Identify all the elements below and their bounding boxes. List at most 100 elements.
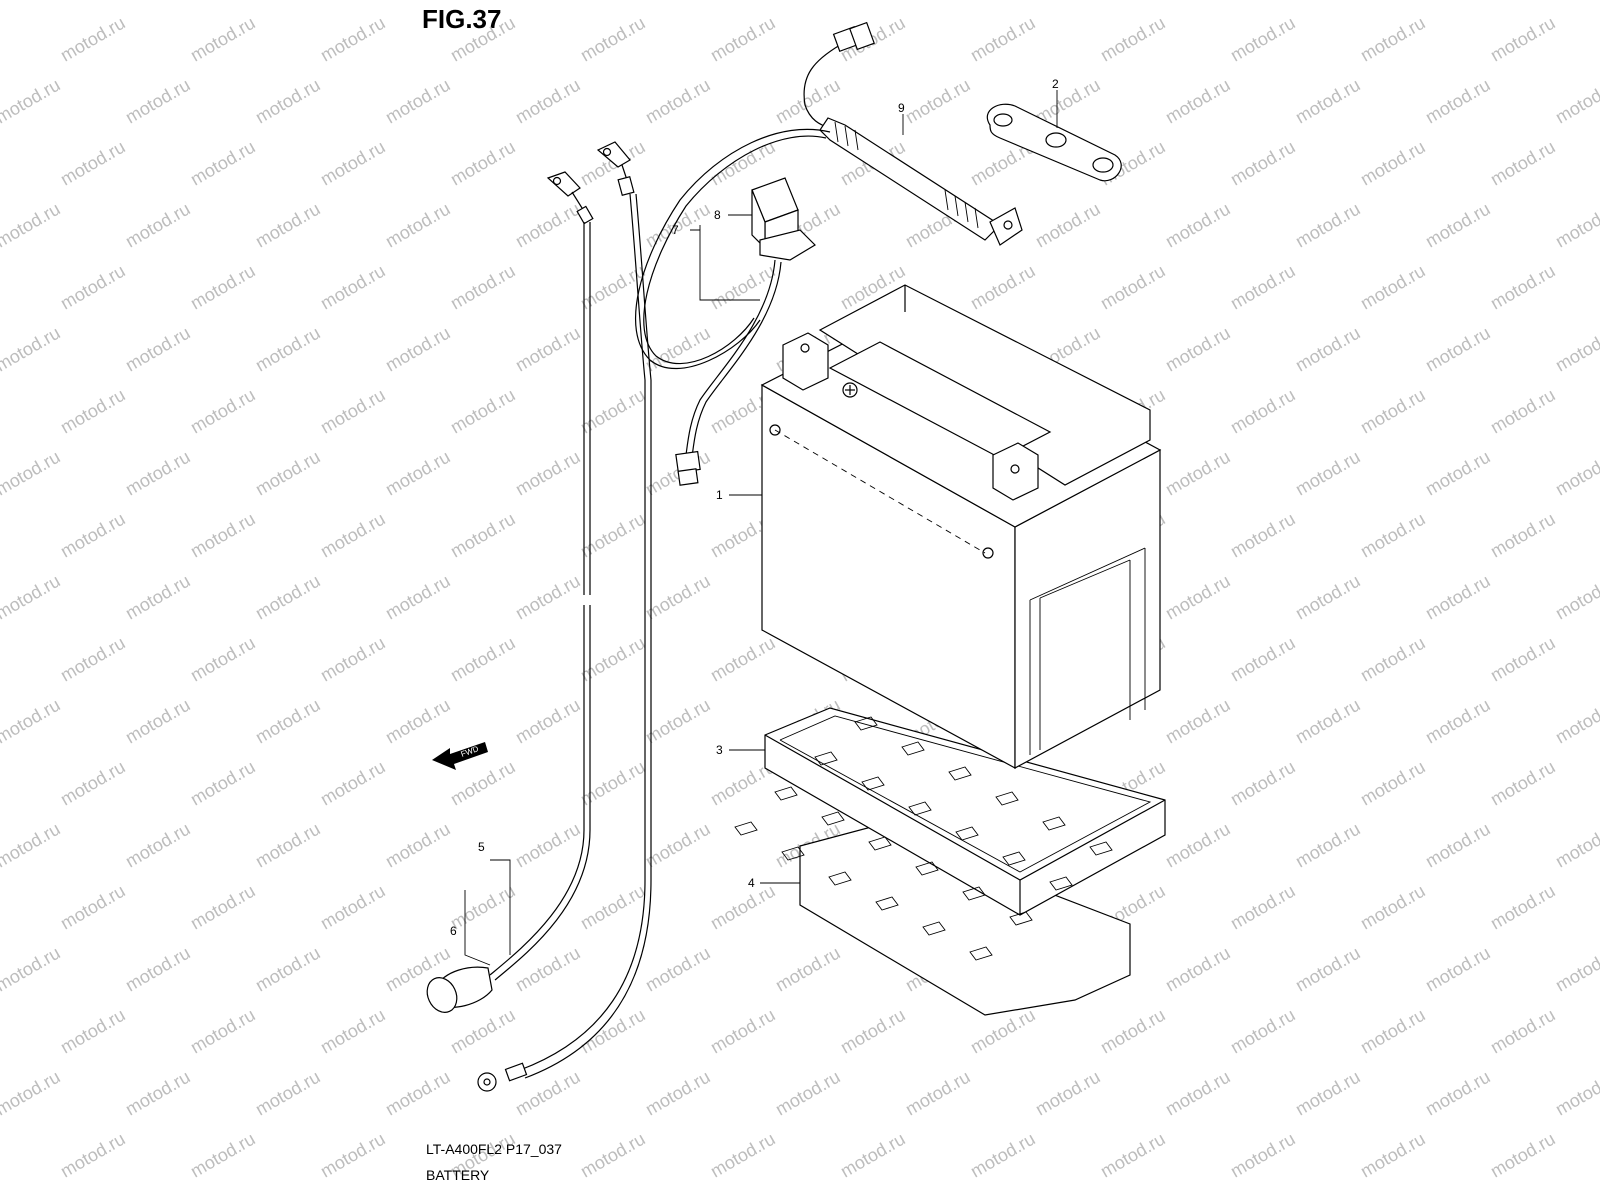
watermark-text: motod.ru bbox=[1422, 75, 1494, 128]
watermark-text: motod.ru bbox=[1097, 1005, 1169, 1058]
watermark-text: motod.ru bbox=[382, 1067, 454, 1120]
callout-1: 1 bbox=[716, 488, 723, 502]
watermark-text: motod.ru bbox=[382, 819, 454, 872]
watermark-text: motod.ru bbox=[1487, 757, 1559, 810]
tray-slot bbox=[955, 826, 979, 841]
watermark-text: motod.ru bbox=[1357, 509, 1429, 562]
watermark-text: motod.ru bbox=[1552, 447, 1600, 500]
watermark-text: motod.ru bbox=[1292, 75, 1364, 128]
watermark-text: motod.ru bbox=[707, 261, 779, 314]
watermark-text: motod.ru bbox=[1227, 1129, 1299, 1182]
watermark-text: motod.ru bbox=[447, 385, 519, 438]
watermark-text: motod.ru bbox=[252, 819, 324, 872]
watermark-text: motod.ru bbox=[1032, 0, 1104, 3]
watermark-text: motod.ru bbox=[252, 447, 324, 500]
watermark-text: motod.ru bbox=[1487, 137, 1559, 190]
watermark-text: motod.ru bbox=[577, 1005, 649, 1058]
watermark-text: motod.ru bbox=[1097, 13, 1169, 66]
watermark-text: motod.ru bbox=[317, 881, 389, 934]
watermark-text: motod.ru bbox=[447, 881, 519, 934]
watermark-text: motod.ru bbox=[0, 199, 64, 252]
watermark-text: motod.ru bbox=[967, 261, 1039, 314]
watermark-text: motod.ru bbox=[317, 385, 389, 438]
watermark-text: motod.ru bbox=[512, 943, 584, 996]
watermark-text: motod.ru bbox=[902, 0, 974, 3]
watermark-text: motod.ru bbox=[252, 1067, 324, 1120]
watermark-text: motod.ru bbox=[1487, 633, 1559, 686]
watermark-text: motod.ru bbox=[187, 633, 259, 686]
watermark-text: motod.ru bbox=[1357, 261, 1429, 314]
watermark-text: motod.ru bbox=[1162, 323, 1234, 376]
watermark-text: motod.ru bbox=[187, 1129, 259, 1182]
watermark-text: motod.ru bbox=[187, 1005, 259, 1058]
watermark-text: motod.ru bbox=[1292, 571, 1364, 624]
watermark-text: motod.ru bbox=[0, 695, 64, 748]
watermark-text: motod.ru bbox=[1162, 75, 1234, 128]
fwd-arrow: FWD bbox=[432, 742, 488, 770]
negative-cable bbox=[426, 171, 594, 1013]
watermark-text: motod.ru bbox=[317, 509, 389, 562]
tray-slot bbox=[948, 766, 972, 781]
watermark-text: motod.ru bbox=[382, 571, 454, 624]
watermark-text: motod.ru bbox=[382, 323, 454, 376]
watermark-text: motod.ru bbox=[317, 757, 389, 810]
watermark-text: motod.ru bbox=[382, 695, 454, 748]
watermark-text: motod.ru bbox=[187, 13, 259, 66]
watermark-text: motod.ru bbox=[1422, 819, 1494, 872]
watermark-text: motod.ru bbox=[512, 75, 584, 128]
watermark-text: motod.ru bbox=[0, 943, 64, 996]
watermark-text: motod.ru bbox=[1292, 447, 1364, 500]
watermark-text: motod.ru bbox=[0, 819, 64, 872]
watermark-text: motod.ru bbox=[252, 943, 324, 996]
tray-slot bbox=[1009, 911, 1033, 926]
tray-slot bbox=[814, 751, 838, 766]
watermark-text: motod.ru bbox=[122, 571, 194, 624]
watermark-text: motod.ru bbox=[1227, 881, 1299, 934]
watermark-text: motod.ru bbox=[1357, 881, 1429, 934]
watermark-text: motod.ru bbox=[187, 385, 259, 438]
watermark-text: motod.ru bbox=[1357, 13, 1429, 66]
watermark-text: motod.ru bbox=[772, 943, 844, 996]
watermark-text: motod.ru bbox=[1357, 385, 1429, 438]
watermark-text: motod.ru bbox=[187, 757, 259, 810]
watermark-text: motod.ru bbox=[772, 0, 844, 3]
watermark-text: motod.ru bbox=[447, 633, 519, 686]
watermark-text: motod.ru bbox=[382, 199, 454, 252]
tray-slot bbox=[861, 776, 885, 791]
watermark-text: motod.ru bbox=[447, 137, 519, 190]
watermark-text: motod.ru bbox=[122, 199, 194, 252]
watermark-text: motod.ru bbox=[577, 757, 649, 810]
callout-8: 8 bbox=[714, 208, 721, 222]
terminal-positive bbox=[992, 442, 1039, 501]
watermark-text: motod.ru bbox=[1162, 695, 1234, 748]
tray-slot bbox=[908, 801, 932, 816]
watermark-text: motod.ru bbox=[1162, 819, 1234, 872]
watermark-text: motod.ru bbox=[1422, 447, 1494, 500]
watermark-text: motod.ru bbox=[707, 13, 779, 66]
watermark-text: motod.ru bbox=[1292, 199, 1364, 252]
watermark-text: motod.ru bbox=[122, 75, 194, 128]
watermark-text: motod.ru bbox=[447, 261, 519, 314]
watermark-text: motod.ru bbox=[642, 571, 714, 624]
tray-slot bbox=[915, 861, 939, 876]
watermark-text: motod.ru bbox=[1487, 1129, 1559, 1182]
watermark-text: motod.ru bbox=[317, 1129, 389, 1182]
watermark-text: motod.ru bbox=[707, 881, 779, 934]
watermark-text: motod.ru bbox=[1292, 943, 1364, 996]
watermark-text: motod.ru bbox=[1292, 695, 1364, 748]
callout-6: 6 bbox=[450, 924, 457, 938]
watermark-text: motod.ru bbox=[512, 571, 584, 624]
watermark-text: motod.ru bbox=[1357, 757, 1429, 810]
watermark-text: motod.ru bbox=[1292, 1067, 1364, 1120]
watermark-text: motod.ru bbox=[1552, 75, 1600, 128]
callout-9: 9 bbox=[898, 101, 905, 115]
watermark-text: motod.ru bbox=[57, 633, 129, 686]
watermark-text: motod.ru bbox=[1422, 1067, 1494, 1120]
watermark-text: motod.ru bbox=[1422, 943, 1494, 996]
tray-slot bbox=[828, 871, 852, 886]
watermark-text: motod.ru bbox=[1227, 757, 1299, 810]
tray-slot bbox=[781, 846, 805, 861]
watermark-text: motod.ru bbox=[57, 13, 129, 66]
watermark-text: motod.ru bbox=[1097, 261, 1169, 314]
watermark-text: motod.ru bbox=[1552, 0, 1600, 3]
